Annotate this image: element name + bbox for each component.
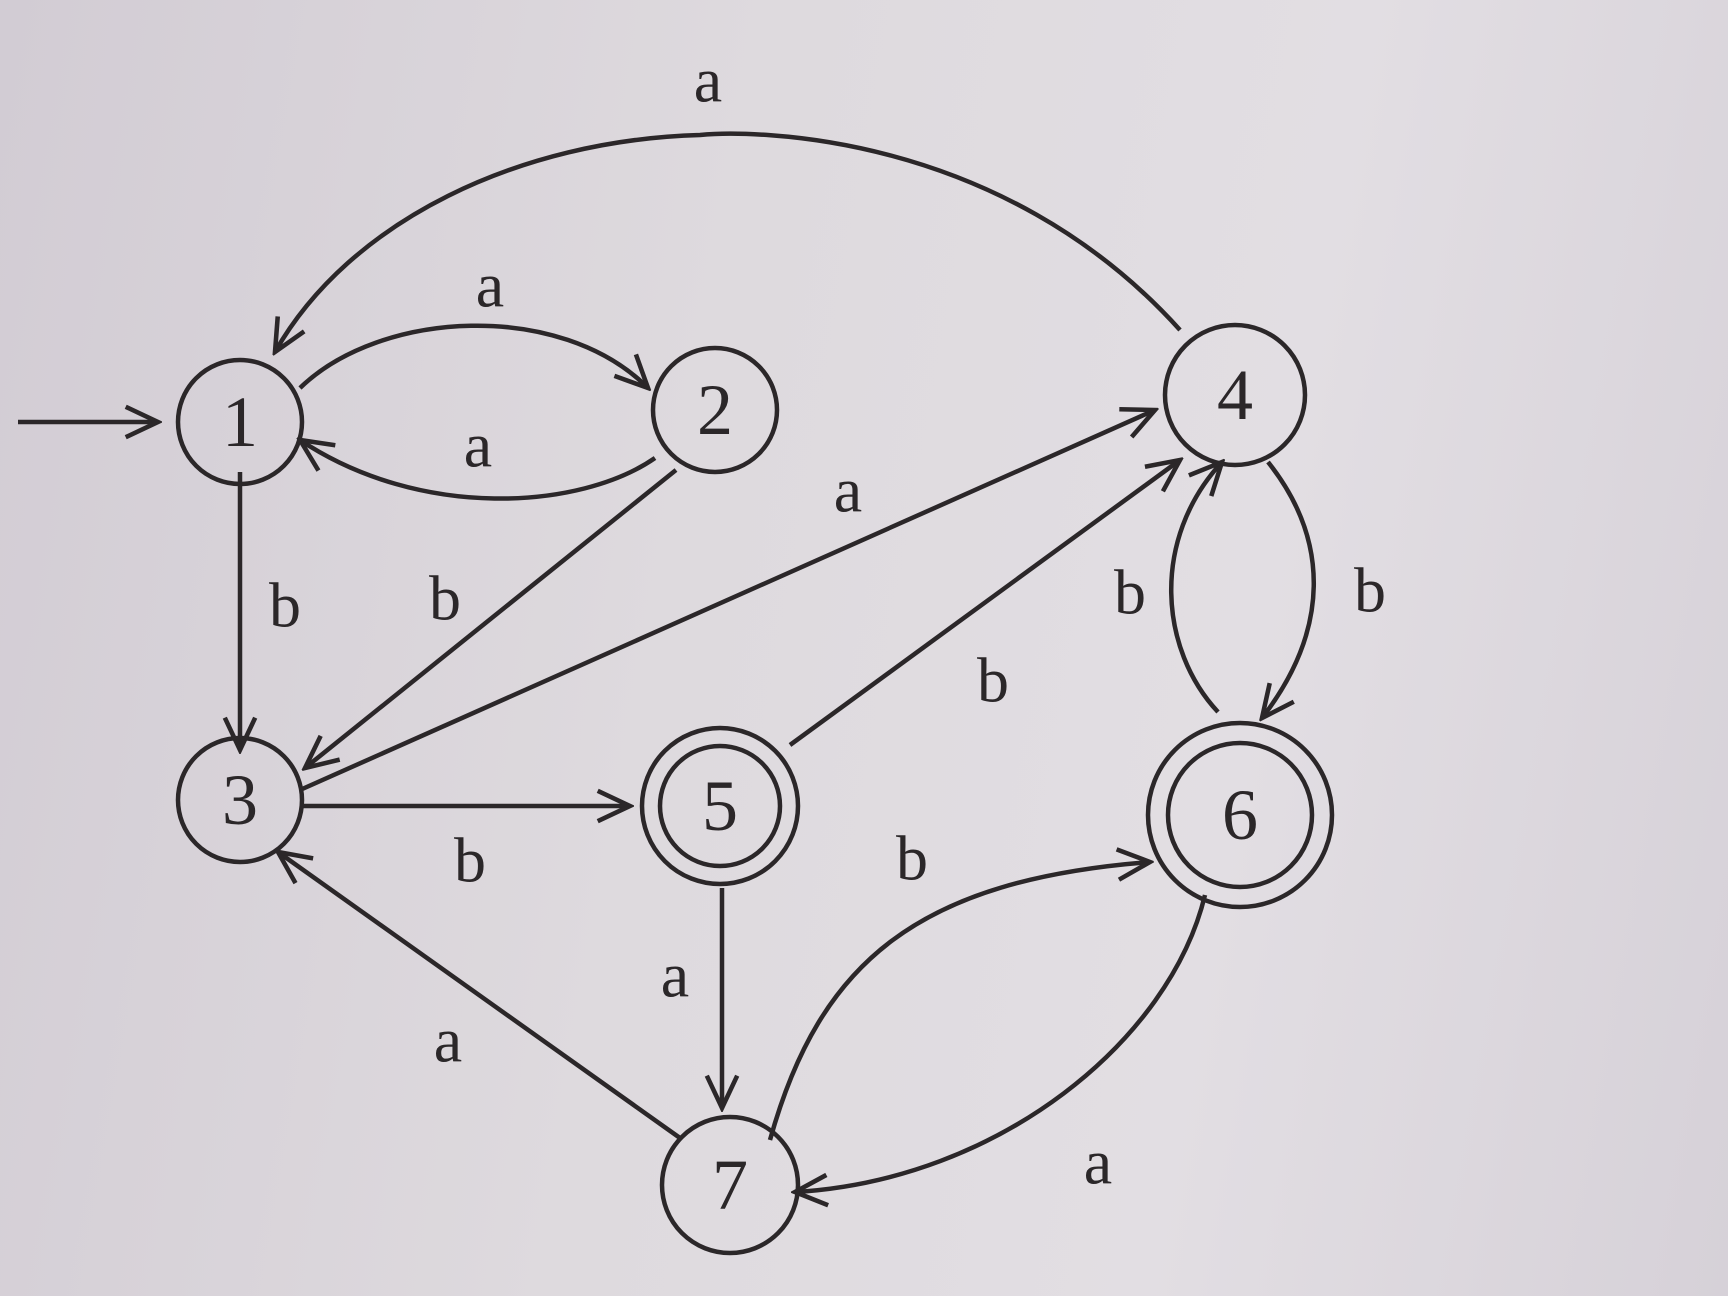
state-5-accepting: 5	[639, 725, 801, 887]
edge-6-4	[1169, 462, 1222, 714]
label-7-3: a	[434, 1005, 462, 1076]
state-1: 1	[175, 357, 305, 487]
svg-text:3: 3	[222, 760, 258, 840]
label-3-4: a	[834, 455, 862, 526]
edge-7-6	[767, 862, 1150, 1141]
svg-text:7: 7	[712, 1145, 748, 1225]
label-6-4: b	[1114, 557, 1146, 628]
state-7: 7	[659, 1114, 801, 1256]
label-4-1: a	[694, 45, 722, 116]
svg-text:5: 5	[702, 766, 738, 846]
label-5-4: b	[977, 645, 1009, 716]
edge-5-4	[788, 460, 1180, 747]
label-1-2: a	[476, 250, 504, 321]
edge-4-6	[1262, 460, 1316, 718]
edge-4-1	[275, 131, 1182, 352]
edge-7-3	[278, 852, 682, 1140]
state-3: 3	[175, 735, 305, 865]
state-6-accepting: 6	[1145, 720, 1335, 910]
edge-2-3	[305, 468, 678, 768]
label-2-3: b	[429, 563, 461, 634]
state-2: 2	[650, 345, 780, 475]
svg-text:2: 2	[697, 370, 733, 450]
label-3-5: b	[454, 825, 486, 896]
label-4-6: b	[1354, 555, 1386, 626]
label-1-3: b	[269, 570, 301, 641]
label-7-6: b	[896, 823, 928, 894]
edge-1-2	[298, 323, 648, 388]
edge-3-4	[299, 410, 1155, 793]
svg-text:6: 6	[1222, 775, 1258, 855]
label-5-7: a	[661, 940, 689, 1011]
edge-6-7	[795, 894, 1208, 1192]
label-6-7: a	[1084, 1127, 1112, 1198]
edge-2-1	[300, 440, 657, 501]
svg-text:1: 1	[222, 382, 258, 462]
svg-text:4: 4	[1217, 355, 1253, 435]
state-4: 4	[1162, 322, 1308, 468]
label-2-1: a	[464, 410, 492, 481]
